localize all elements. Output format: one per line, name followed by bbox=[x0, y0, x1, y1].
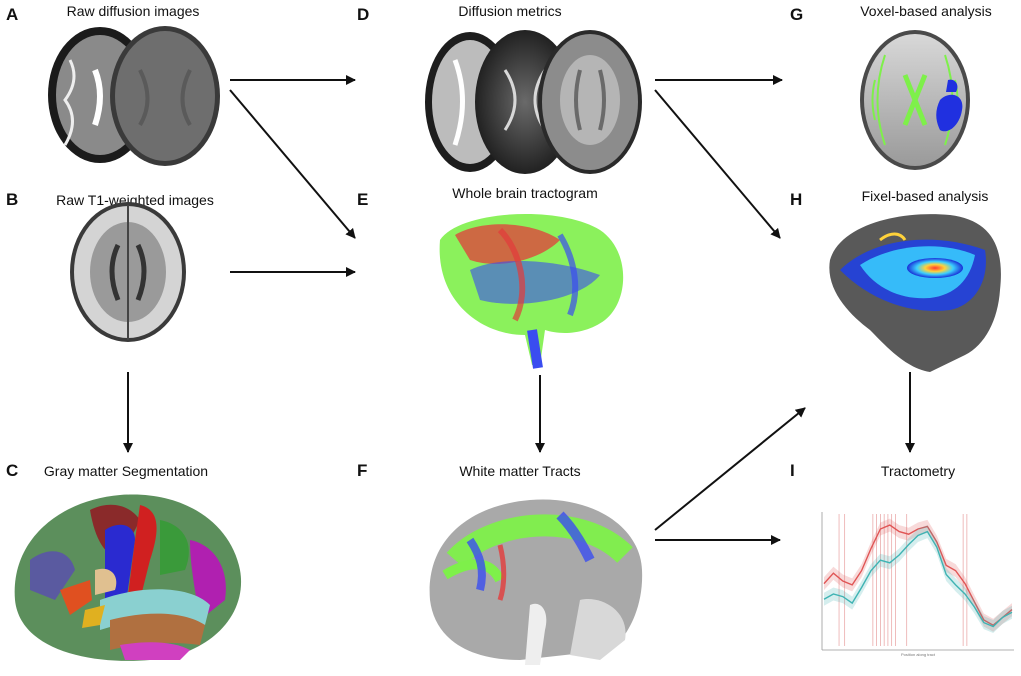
panel-letter-e: E bbox=[357, 190, 368, 209]
brain-slice-icon bbox=[48, 26, 220, 166]
panel-i: I Tractometry Position along tract bbox=[790, 461, 1014, 657]
panel-a: A Raw diffusion images bbox=[6, 3, 220, 166]
sagittal-slice-icon bbox=[829, 214, 1001, 372]
brain-slice-icon bbox=[860, 30, 970, 170]
series-line-1 bbox=[823, 530, 1013, 628]
tractometry-chart: Position along tract bbox=[818, 508, 1014, 657]
arrow-right-icon bbox=[654, 89, 781, 239]
series-layer bbox=[823, 518, 1013, 633]
panel-title-f: White matter Tracts bbox=[459, 463, 580, 479]
series-band-1 bbox=[824, 525, 1012, 633]
arrow-right-icon bbox=[229, 89, 356, 239]
panel-title-c: Gray matter Segmentation bbox=[44, 463, 208, 479]
panel-title-b: Raw T1-weighted images bbox=[56, 192, 214, 208]
panel-title-d: Diffusion metrics bbox=[458, 3, 561, 19]
series-line-0 bbox=[823, 524, 1013, 627]
panel-letter-c: C bbox=[6, 461, 18, 480]
brain-slice-icon bbox=[425, 30, 642, 174]
tractogram-icon bbox=[439, 213, 624, 369]
panel-title-i: Tractometry bbox=[881, 463, 955, 479]
cortex-segmentation-icon bbox=[14, 494, 242, 661]
panel-g: G Voxel-based analysis bbox=[790, 3, 992, 170]
brain-slice-icon bbox=[70, 202, 186, 342]
panel-title-a: Raw diffusion images bbox=[67, 3, 200, 19]
panel-title-e: Whole brain tractogram bbox=[452, 185, 598, 201]
panel-letter-b: B bbox=[6, 190, 18, 209]
significance-lines bbox=[838, 514, 968, 646]
arrow-right-icon bbox=[654, 407, 806, 531]
panel-title-g: Voxel-based analysis bbox=[860, 3, 992, 19]
panel-d: D Diffusion metrics bbox=[357, 3, 642, 174]
panel-letter-d: D bbox=[357, 5, 369, 24]
panel-f: F White matter Tracts bbox=[357, 461, 643, 665]
panel-c: C Gray matter Segmentation bbox=[6, 461, 242, 661]
chart-background bbox=[818, 508, 1014, 656]
panel-letter-f: F bbox=[357, 461, 367, 480]
panel-letter-i: I bbox=[790, 461, 795, 480]
panel-letter-a: A bbox=[6, 5, 18, 24]
panel-e: E Whole brain tractogram bbox=[357, 185, 624, 369]
arrows bbox=[123, 75, 915, 545]
panel-letter-h: H bbox=[790, 190, 802, 209]
panel-b: B Raw T1-weighted images bbox=[6, 190, 214, 342]
x-axis-label: Position along tract bbox=[901, 652, 936, 657]
series-band-0 bbox=[824, 518, 1012, 632]
panel-title-h: Fixel-based analysis bbox=[862, 188, 989, 204]
panel-h: H Fixel-based analysis bbox=[790, 188, 1001, 372]
panel-letter-g: G bbox=[790, 5, 803, 24]
sagittal-slice-icon bbox=[429, 499, 643, 665]
